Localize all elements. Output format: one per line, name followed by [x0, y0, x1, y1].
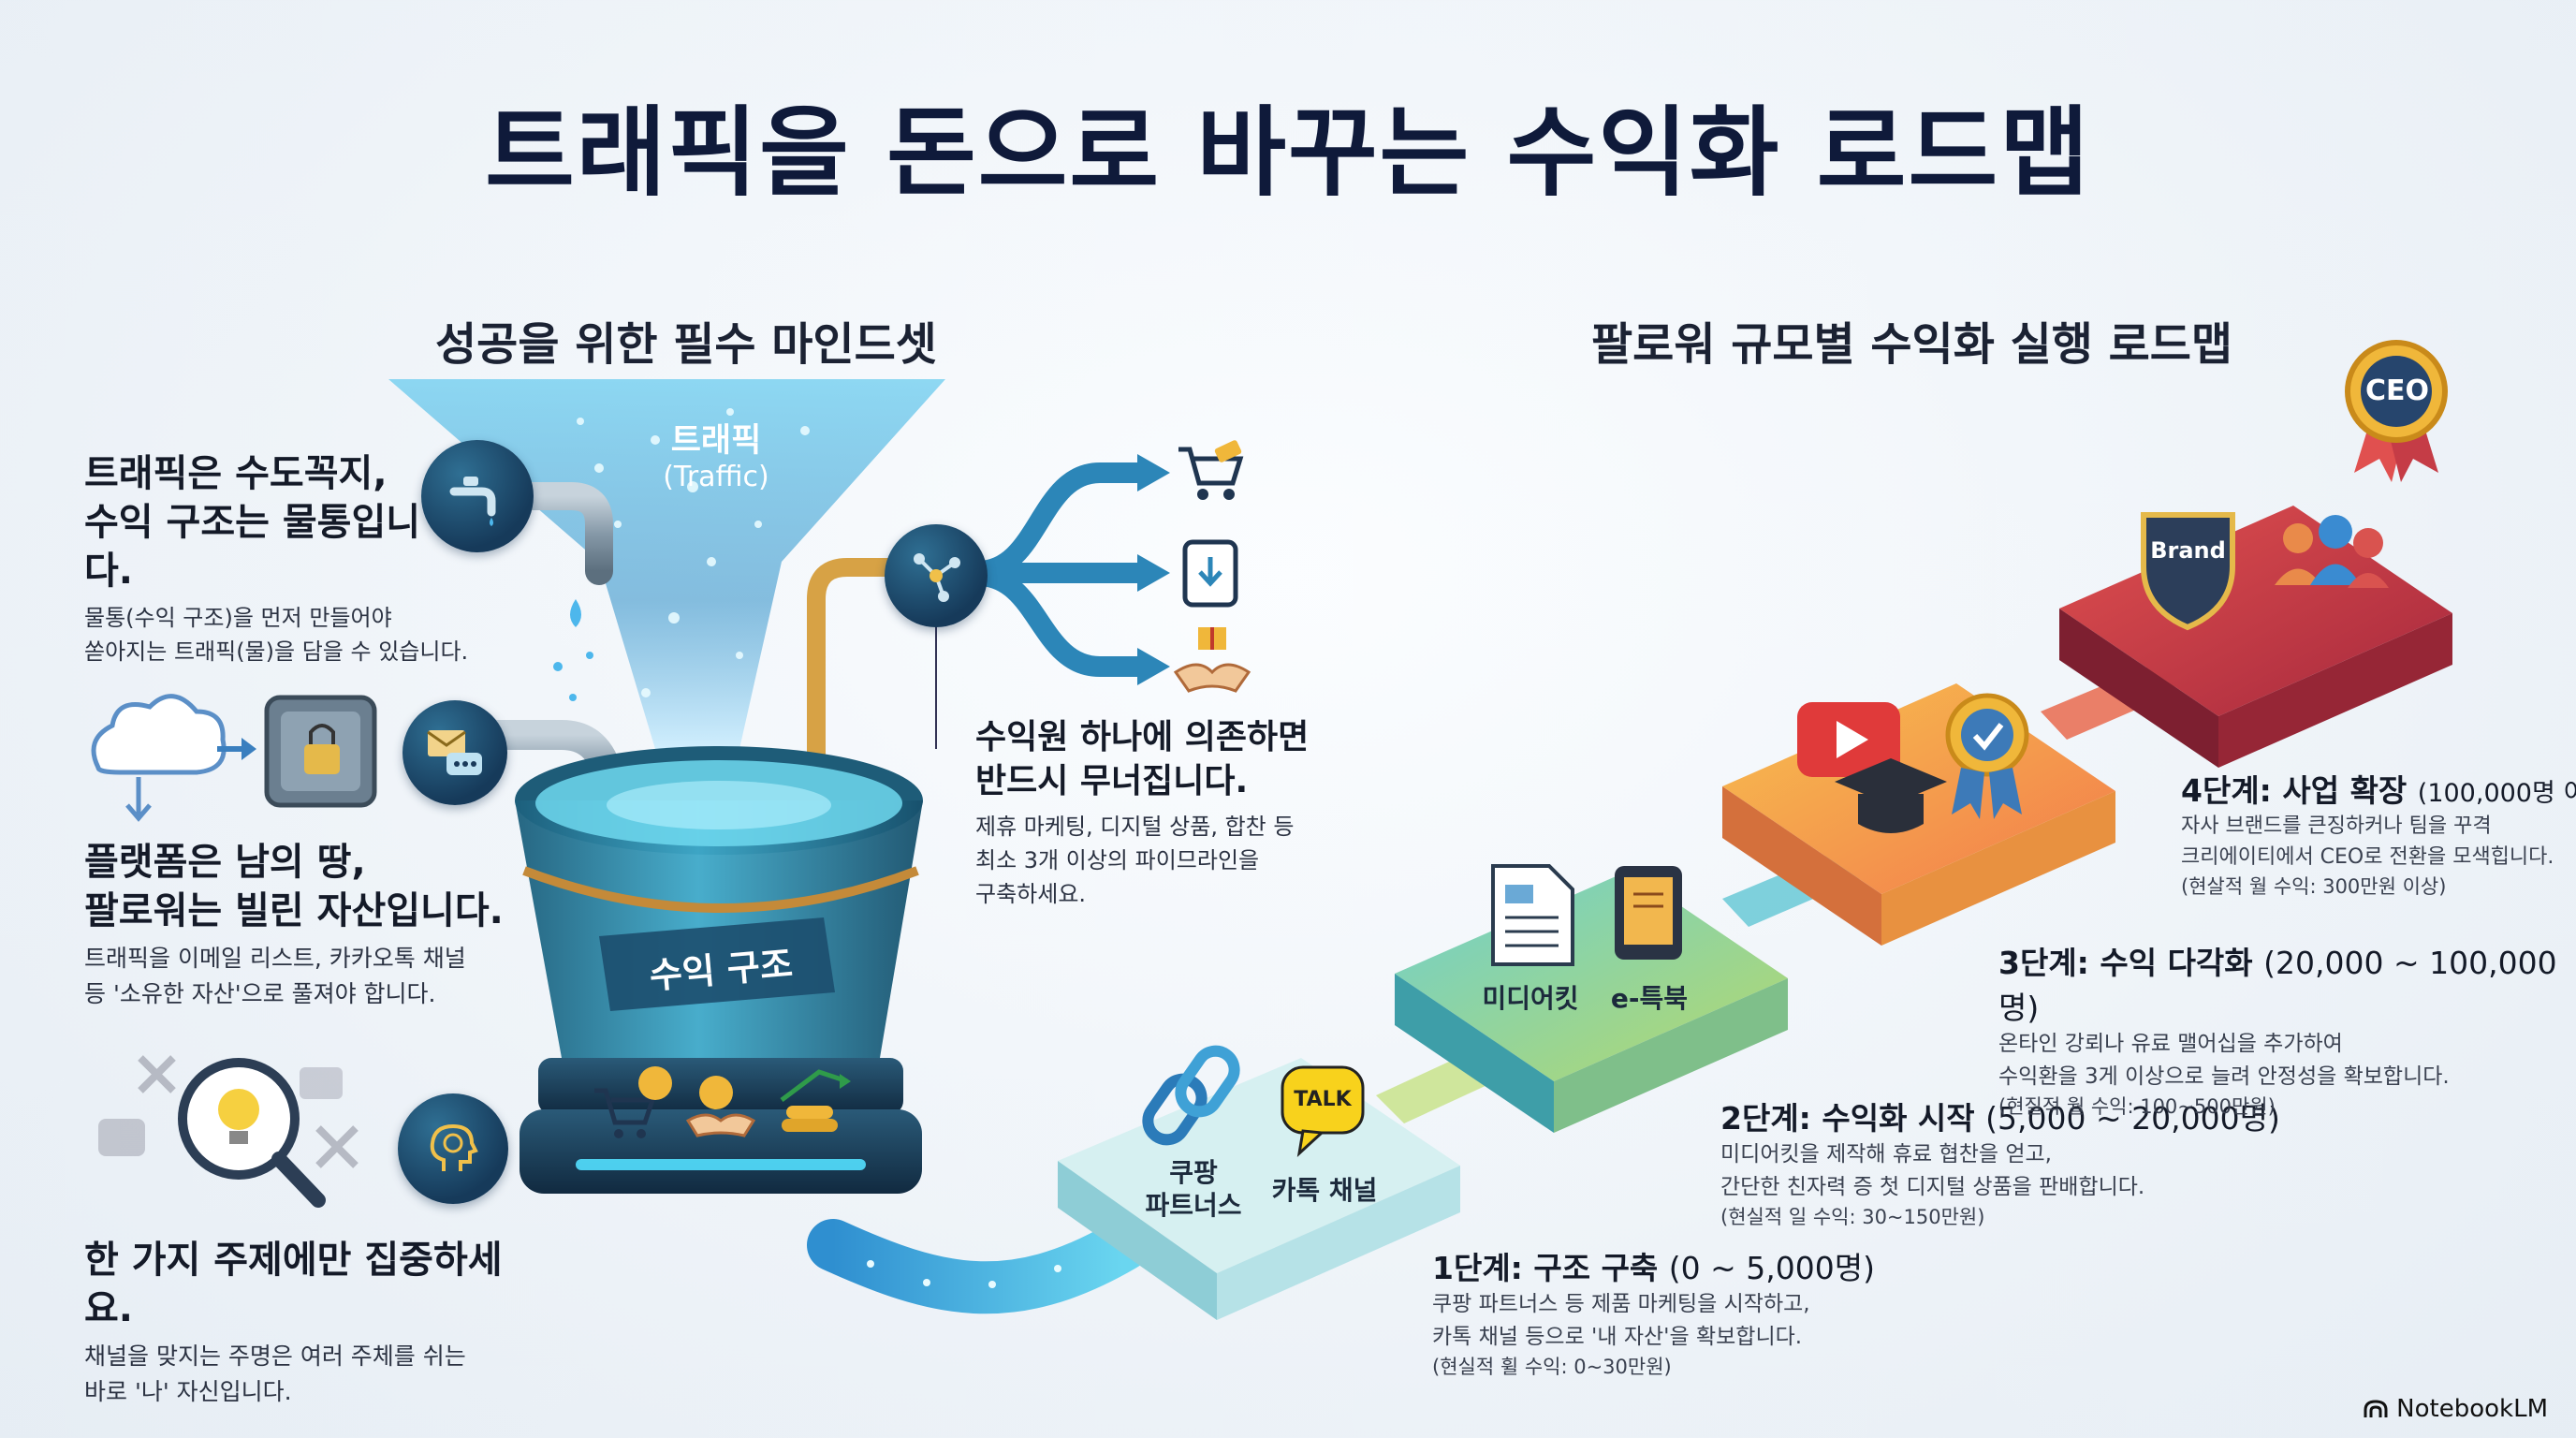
stage-4-name: 4단계: 사업 확장 — [2181, 772, 2408, 809]
point-2-body-2: 등 '소유한 자산'으로 풀져야 합니다. — [84, 979, 436, 1007]
stage-2-text: 2단계: 수익화 시작 (5,000 ~ 20,000명) 미디어킷을 제작해 … — [1720, 1093, 2282, 1233]
stage-1-range: (0 ~ 5,000명) — [1668, 1250, 1876, 1286]
blocked-topics-icons — [98, 1055, 359, 1168]
stage-4-line-2: 크리에이티에서 CEO로 전환을 모색힙니다. — [2181, 845, 2554, 869]
coupang-label-line1: 쿠팡 — [1169, 1157, 1218, 1188]
coupang-label-line2: 파트너스 — [1145, 1190, 1242, 1221]
mediakit-label: 미디어킷 — [1482, 983, 1579, 1014]
brain-head-icon — [398, 1093, 508, 1204]
mindset-section-title: 성공을 위한 필수 마인드셋 — [435, 318, 937, 371]
stage-1-line-1: 쿠팡 파트너스 등 제품 마케팅을 시작하고, — [1432, 1292, 1810, 1316]
cloud-upload-icon — [91, 694, 227, 822]
stage-1-name: 1단계: 구조 구축 — [1432, 1250, 1659, 1286]
brand-shield-icon — [2141, 512, 2235, 631]
notebooklm-brand: NotebookLM — [2363, 1395, 2548, 1423]
ebook-tablet-icon — [1615, 866, 1682, 960]
mindset-point-1: 트래픽은 수도꼭지, 수익 구조는 물통입니다. 물통(수익 구조)을 먼저 만… — [84, 449, 469, 668]
kakao-talk-icon — [1281, 1065, 1365, 1158]
roadmap-section-title: 팔로워 규모별 수익화 실행 로드맵 — [1591, 318, 2233, 371]
chain-link-icon — [1142, 1045, 1240, 1146]
point-4-body-1: 제휴 마케팅, 디지털 상품, 합찬 등 — [975, 813, 1295, 840]
stage-3-line-1: 온타인 강뢰나 유료 맬어십을 추가하여 — [1998, 1032, 2343, 1056]
page-title: 트래픽을 돈으로 바꾸는 수익화 로드맵 — [485, 95, 2091, 210]
stage-2-revenue: (현실적 일 수익: 30~150만원) — [1720, 1206, 1985, 1228]
award-badge-icon — [1945, 693, 2029, 819]
coupang-partners-label: 쿠팡 파트너스 — [1133, 1156, 1254, 1222]
mindset-point-4: 수익원 하나에 의존하면 반드시 무너집니다. 제휴 마케팅, 디지털 상품, … — [975, 716, 1350, 911]
stage-1-line-2: 카톡 채널 등으로 '내 자산'을 확보합니다. — [1432, 1324, 1803, 1349]
stage-3-range: (20,000 ~ 100,000명) — [1998, 945, 2557, 1026]
stage-1-text: 1단계: 구조 구축 (0 ~ 5,000명) 쿠팡 파트너스 등 제품 마케팅… — [1432, 1243, 1956, 1383]
stage-4-text: 4단계: 사업 확장 (100,000명 이상) 자사 브랜드를 큰징하커나 팀… — [2181, 766, 2576, 902]
gift-handshake-icon — [1170, 625, 1254, 700]
magnifier-lightbulb-icon — [178, 1058, 326, 1208]
ceo-badge-label: CEO — [2364, 374, 2429, 407]
point-1-heading-1: 트래픽은 수도꼭지, — [84, 452, 388, 495]
stage-3-revenue: (현질적 월 수익: 100~500만원) — [1998, 1095, 2276, 1118]
graduation-cap-icon — [1835, 758, 1947, 833]
point-4-body-3: 구축하세요. — [975, 880, 1087, 907]
stage-4-heading: 4단계: 사업 확장 (100,000명 이상) — [2181, 766, 2576, 811]
revenue-icons — [585, 1063, 894, 1147]
point-2-body-1: 트래픽을 이메일 리스트, 카카오톡 채널 — [84, 945, 466, 972]
team-people-icon — [2275, 515, 2389, 588]
stage-3-heading: 3단계: 수익 다각화 (20,000 ~ 100,000명) — [1998, 938, 2560, 1028]
traffic-label-ko: 트래픽 — [670, 422, 762, 460]
video-play-icon — [1797, 702, 1900, 777]
stage-2-line-2: 간단한 친자력 증 첫 디지털 상품을 판배합니다. — [1720, 1174, 2145, 1199]
point-1-body-1: 물통(수익 구조)을 먼저 만들어야 — [84, 605, 392, 631]
point-3-heading-1: 한 가지 주제에만 집중하세요. — [84, 1239, 503, 1330]
stage-1-heading: 1단계: 구조 구축 (0 ~ 5,000명) — [1432, 1243, 1956, 1288]
mindset-point-3: 한 가지 주제에만 집중하세요. 채널을 맞지는 주명은 여러 주체를 쉬는 바… — [84, 1236, 534, 1409]
ceo-medal-icon — [2345, 340, 2448, 482]
notebooklm-brand-text: NotebookLM — [2396, 1395, 2548, 1423]
traffic-label-en: (Traffic) — [663, 461, 769, 493]
traffic-label: 트래픽 (Traffic) — [655, 421, 777, 494]
kakao-channel-label: 카톡 채널 — [1271, 1175, 1378, 1206]
stage-2-heading: 2단계: 수익화 시작 (5,000 ~ 20,000명) — [1720, 1093, 2282, 1138]
mediakit-document-icon — [1491, 864, 1574, 966]
faucet-pipe — [473, 482, 613, 585]
notebooklm-logo-icon — [2364, 1400, 2388, 1417]
shopping-cart-icon — [1175, 440, 1250, 506]
stage-3-text: 3단계: 수익 다각화 (20,000 ~ 100,000명) 온타인 강뢰나 … — [1998, 938, 2560, 1123]
network-nodes-icon — [885, 524, 988, 627]
stage-3-name: 3단계: 수익 다각화 — [1998, 945, 2253, 981]
point-1-heading-2: 수익 구조는 물통입니다. — [84, 501, 421, 593]
stage-2-line-1: 미디어킷을 제작해 휴료 협찬을 얻고, — [1720, 1142, 2052, 1167]
ebook-label: e-특북 — [1610, 983, 1689, 1014]
point-1-body-2: 쏟아지는 트래픽(물)을 담을 수 있습니다. — [84, 638, 469, 665]
point-3-body-1: 채널을 맞지는 주명은 여러 주체를 쉬는 — [84, 1343, 466, 1370]
point-3-body-2: 바로 '나' 자신입니다. — [84, 1377, 292, 1405]
brand-badge-label: Brand — [2150, 537, 2226, 564]
stage-2-range: (5,000 ~ 20,000명) — [1985, 1100, 2280, 1137]
stage-4-line-1: 자사 브랜드를 큰징하커나 팀을 꾸격 — [2181, 814, 2492, 838]
point-4-heading-1: 수익원 하나에 의존하면 — [975, 718, 1310, 756]
stage-4-range: (100,000명 이상) — [2417, 779, 2576, 808]
stage-2-platform — [1395, 871, 1788, 1133]
talk-badge-label: TALK — [1294, 1088, 1352, 1111]
stage-3-line-2: 수익환을 3게 이상으로 늘려 안정성을 확보합니다. — [1998, 1064, 2450, 1089]
mindset-point-2: 플랫폼은 남의 땅, 팔로워는 빌린 자산입니다. 트래픽을 이메일 리스트, … — [84, 838, 524, 1011]
stage-4-revenue: (현살적 월 수익: 300만원 이상) — [2181, 875, 2447, 898]
revenue-pipe — [807, 558, 903, 814]
point-2-heading-1: 플랫폼은 남의 땅, — [84, 841, 366, 884]
point-4-heading-2: 반드시 무너집니다. — [975, 761, 1249, 800]
safe-lock-icon — [264, 695, 377, 808]
download-tablet-icon — [1181, 538, 1239, 609]
point-4-body-2: 최소 3개 이상의 파이므라인을 — [975, 846, 1260, 873]
stage-1-revenue: (현실적 휠 수익: 0~30만원) — [1432, 1356, 1672, 1378]
mail-chat-icon — [402, 700, 507, 805]
stage-4-platform — [2059, 506, 2452, 768]
faucet-icon — [421, 440, 534, 552]
stage-2-name: 2단계: 수익화 시작 — [1720, 1100, 1975, 1137]
point-2-heading-2: 팔로워는 빌린 자산입니다. — [84, 889, 504, 932]
